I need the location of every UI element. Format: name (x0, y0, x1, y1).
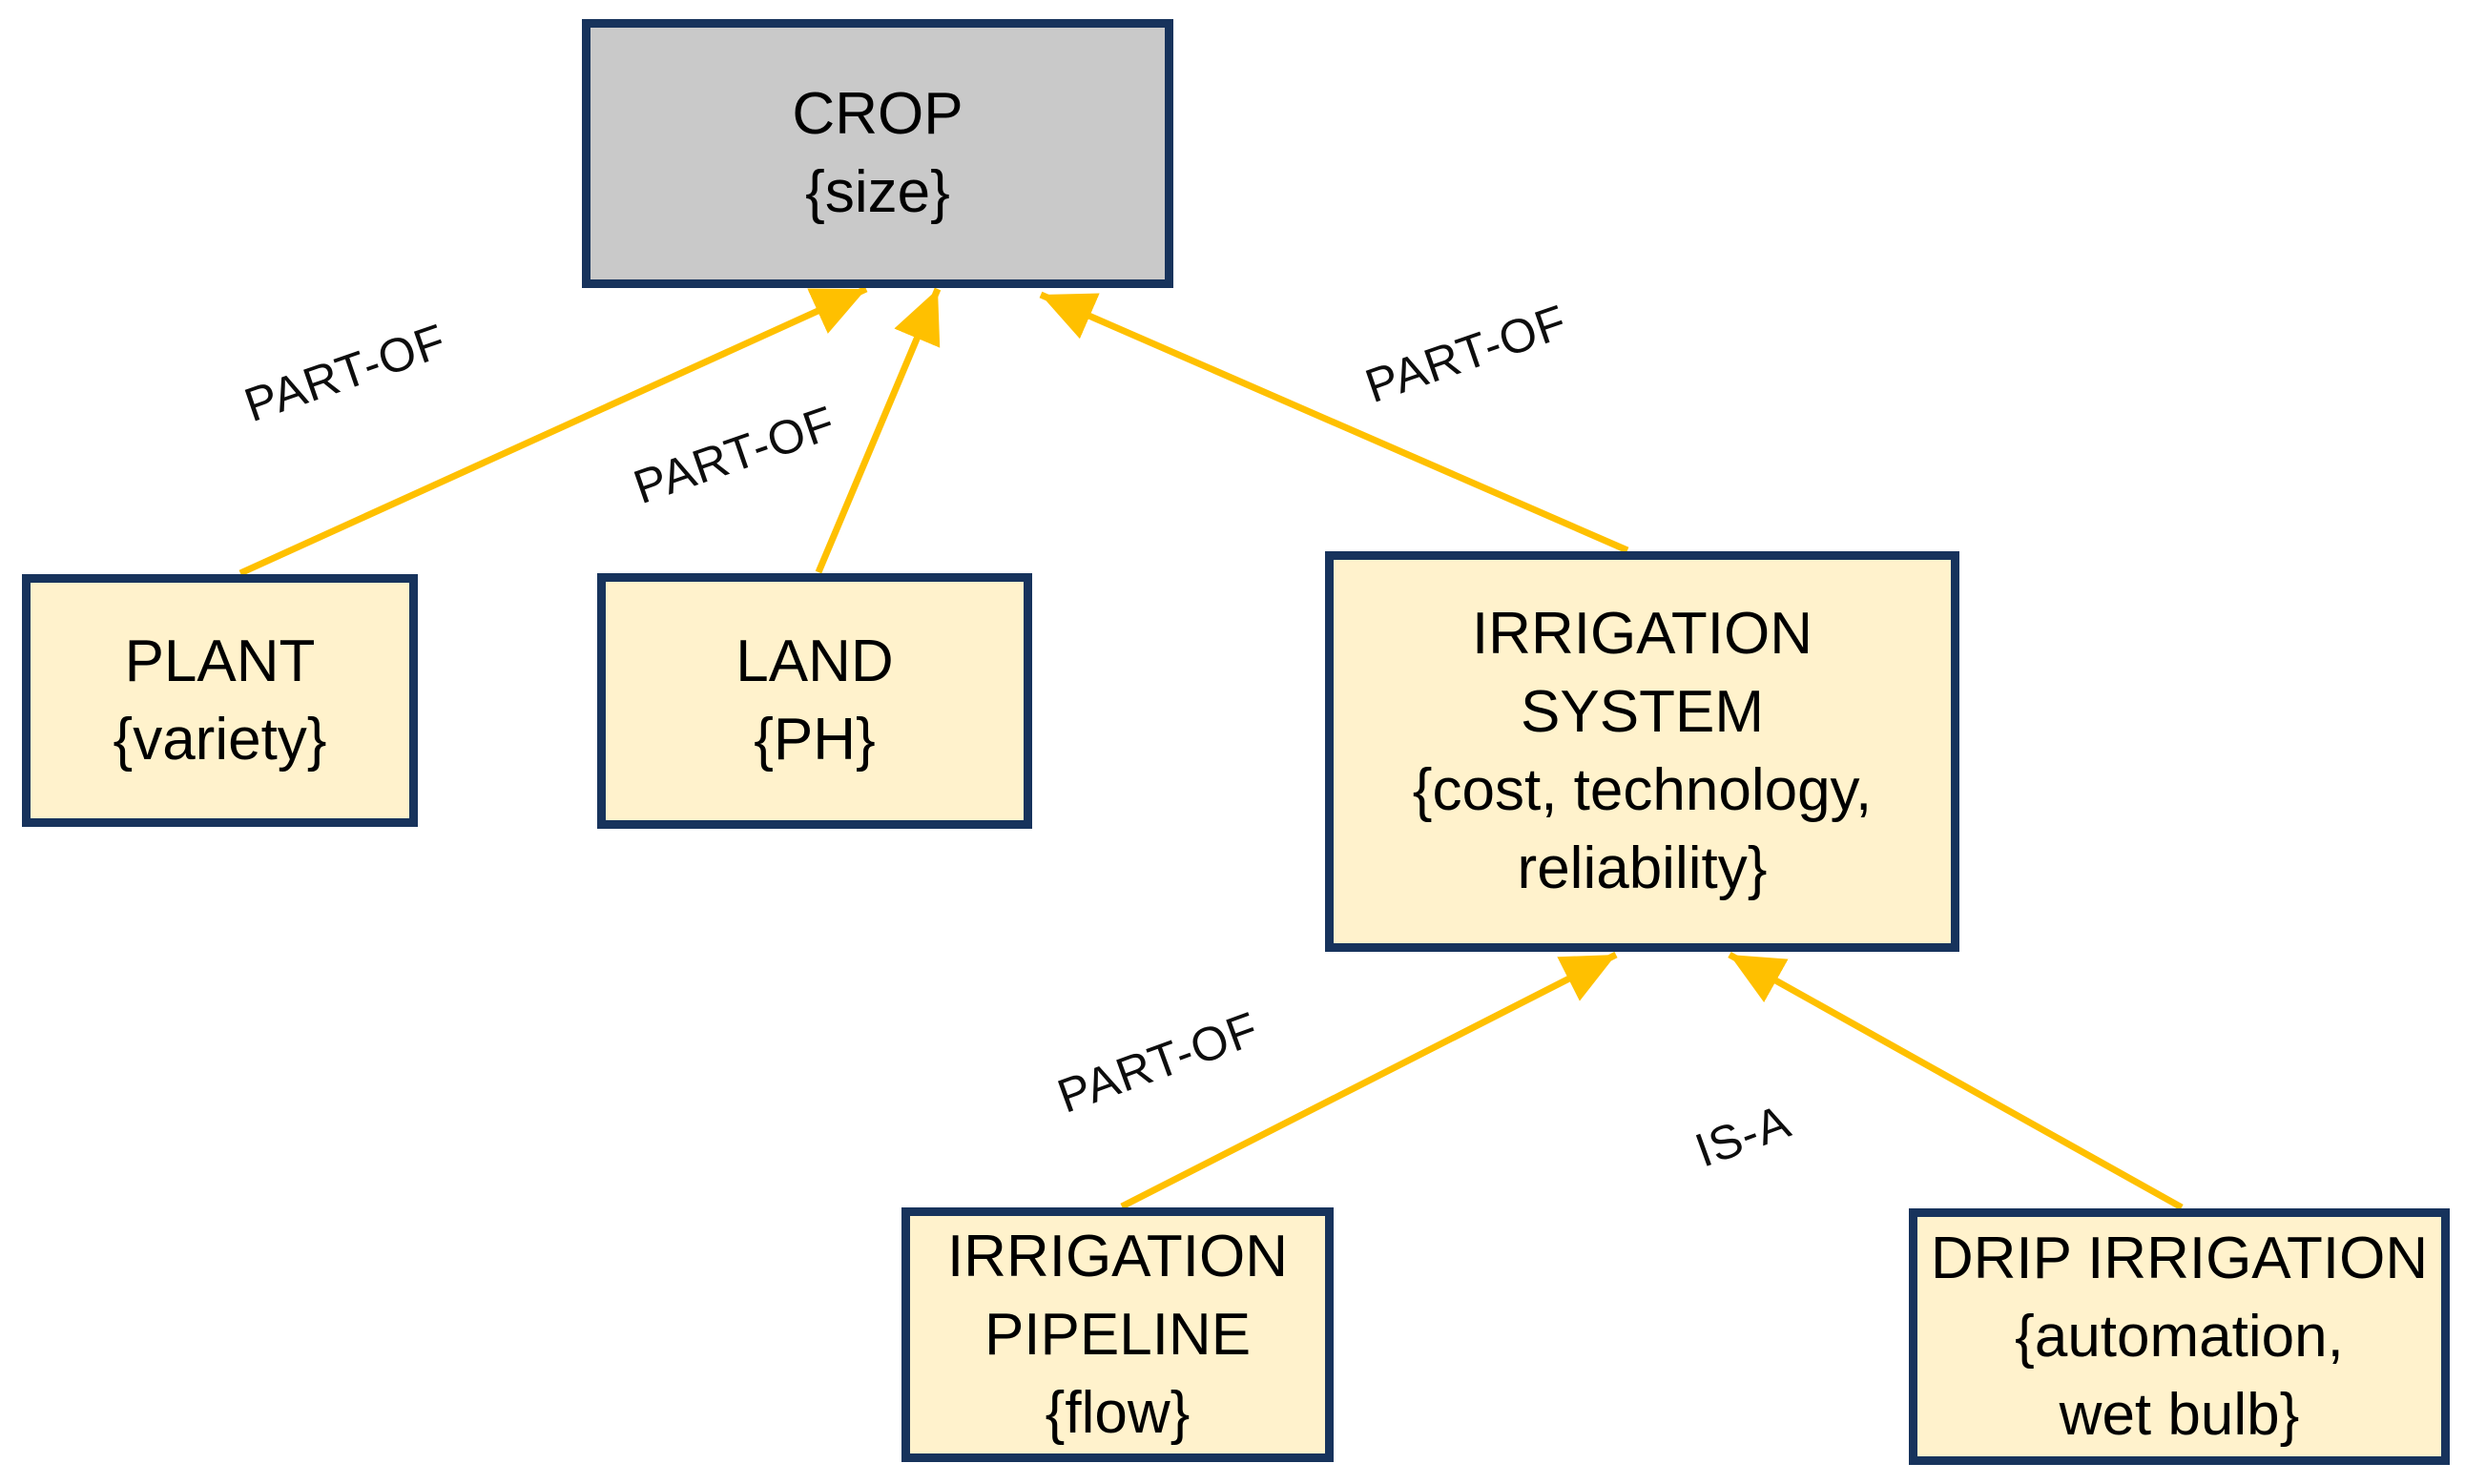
node-drip-irrigation-text-line: {automation, (2015, 1303, 2344, 1370)
node-crop-text-line: CROP (792, 81, 963, 147)
node-land: LAND {PH} (597, 573, 1032, 829)
node-irrigation-pipeline: IRRIGATION PIPELINE {flow} (901, 1207, 1334, 1462)
edge-land-to-crop (815, 287, 942, 574)
edge-irrigation-system-to-crop (1039, 291, 1629, 554)
node-irrigation-pipeline-text-line: {flow} (1045, 1379, 1191, 1446)
node-irrigation-system-text-line: SYSTEM (1521, 679, 1764, 745)
edge-irrigation-pipeline-to-irrigation-system (1120, 951, 1618, 1210)
node-irrigation-system-text-line: IRRIGATION (1471, 601, 1813, 667)
node-crop-text-line: {size} (805, 159, 950, 225)
node-irrigation-system-text-line: {cost, technology, (1412, 757, 1873, 823)
node-land-text-line: LAND (735, 629, 894, 694)
node-plant: PLANT {variety} (22, 574, 418, 827)
node-drip-irrigation: DRIP IRRIGATION {automation, wet bulb} (1909, 1208, 2450, 1465)
node-irrigation-system-text-line: reliability} (1517, 835, 1768, 901)
node-plant-text-line: {variety} (113, 706, 327, 773)
edge-plant-to-crop (238, 285, 868, 577)
node-drip-irrigation-text-line: DRIP IRRIGATION (1930, 1225, 2429, 1291)
node-plant-text-line: PLANT (124, 628, 316, 694)
node-land-text-line: {PH} (754, 707, 876, 773)
edge-drip-irrigation-to-irrigation-system (1728, 951, 2184, 1211)
node-crop: CROP {size} (582, 19, 1173, 288)
node-irrigation-pipeline-text-line: IRRIGATION (946, 1223, 1289, 1289)
node-drip-irrigation-text-line: wet bulb} (2059, 1381, 2300, 1448)
node-irrigation-system: IRRIGATION SYSTEM {cost, technology, reliab… (1325, 551, 1959, 952)
node-irrigation-pipeline-text-line: PIPELINE (984, 1301, 1252, 1368)
